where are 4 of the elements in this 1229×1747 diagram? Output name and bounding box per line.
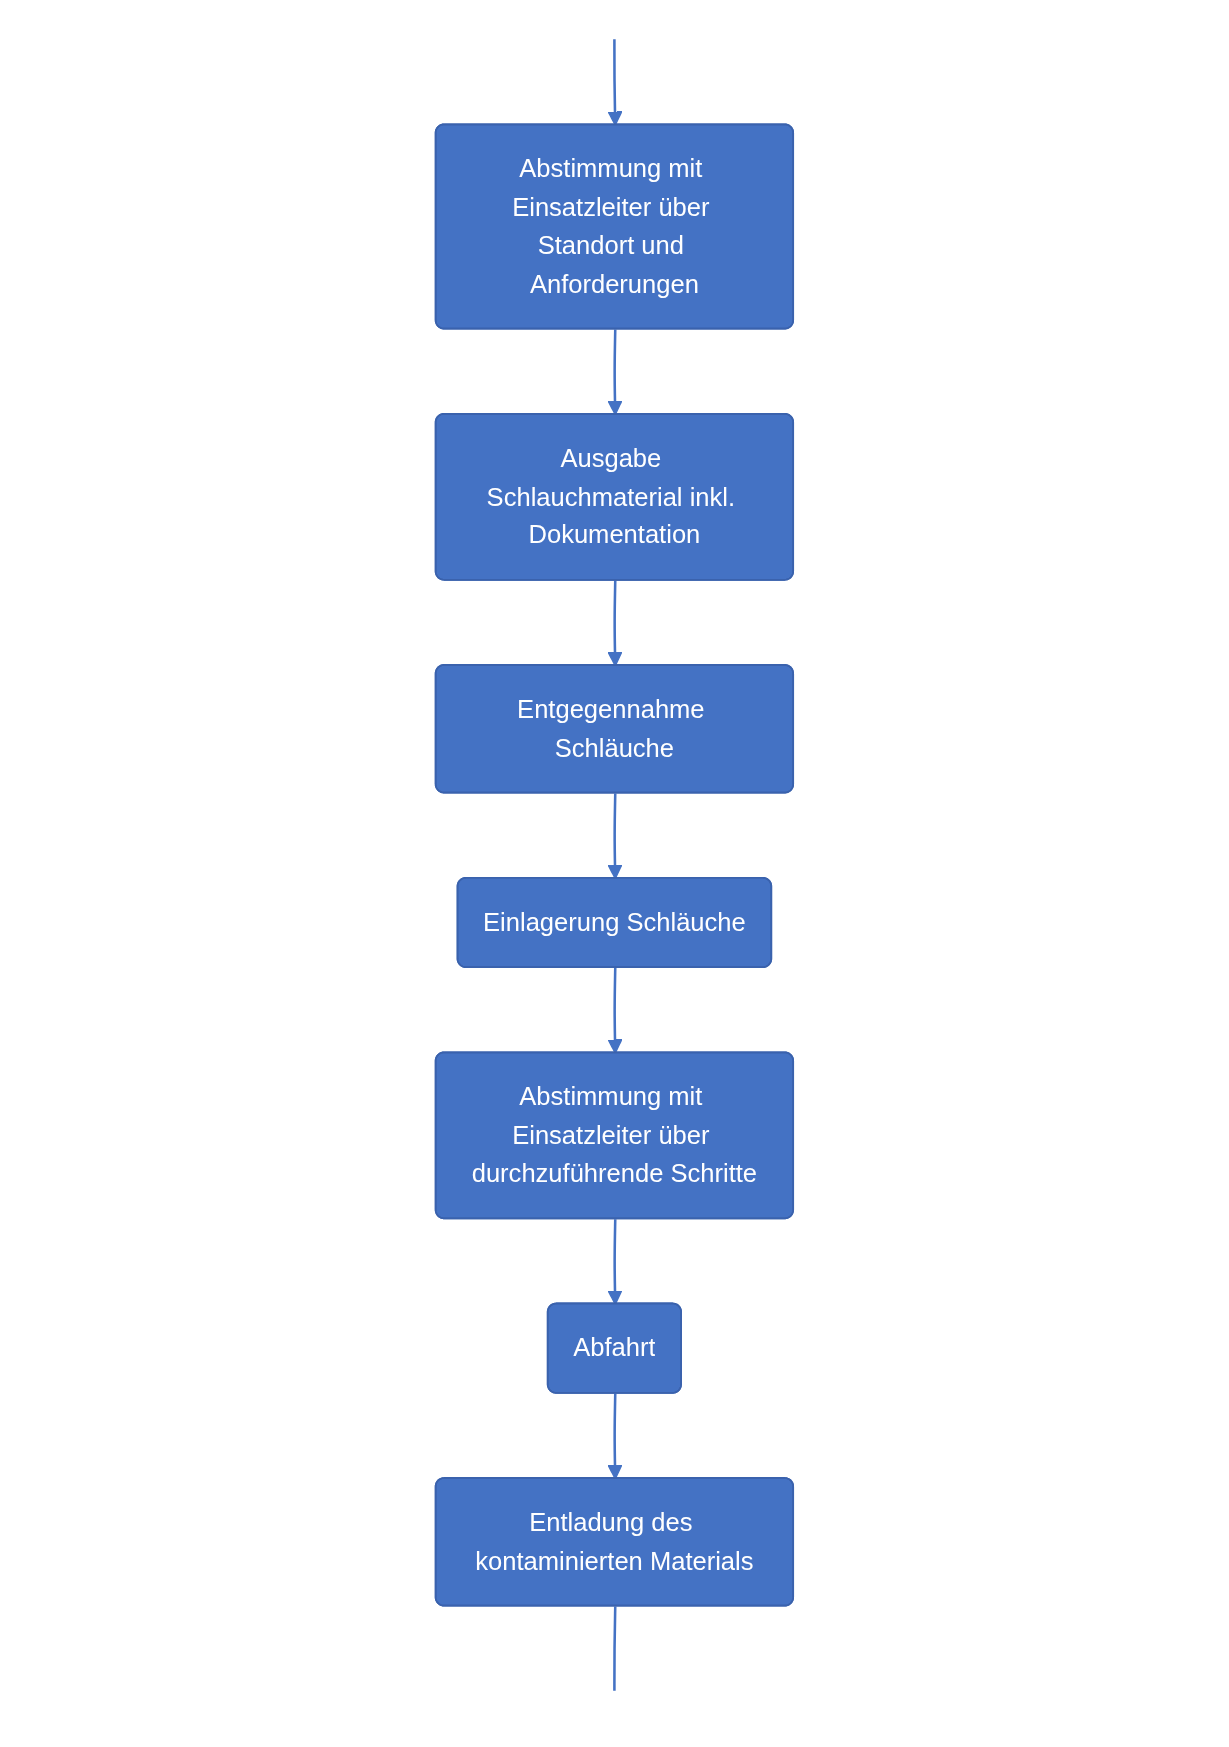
arrow — [607, 1219, 623, 1305]
connector — [613, 1606, 617, 1691]
arrow — [607, 39, 623, 126]
arrow — [607, 968, 623, 1054]
